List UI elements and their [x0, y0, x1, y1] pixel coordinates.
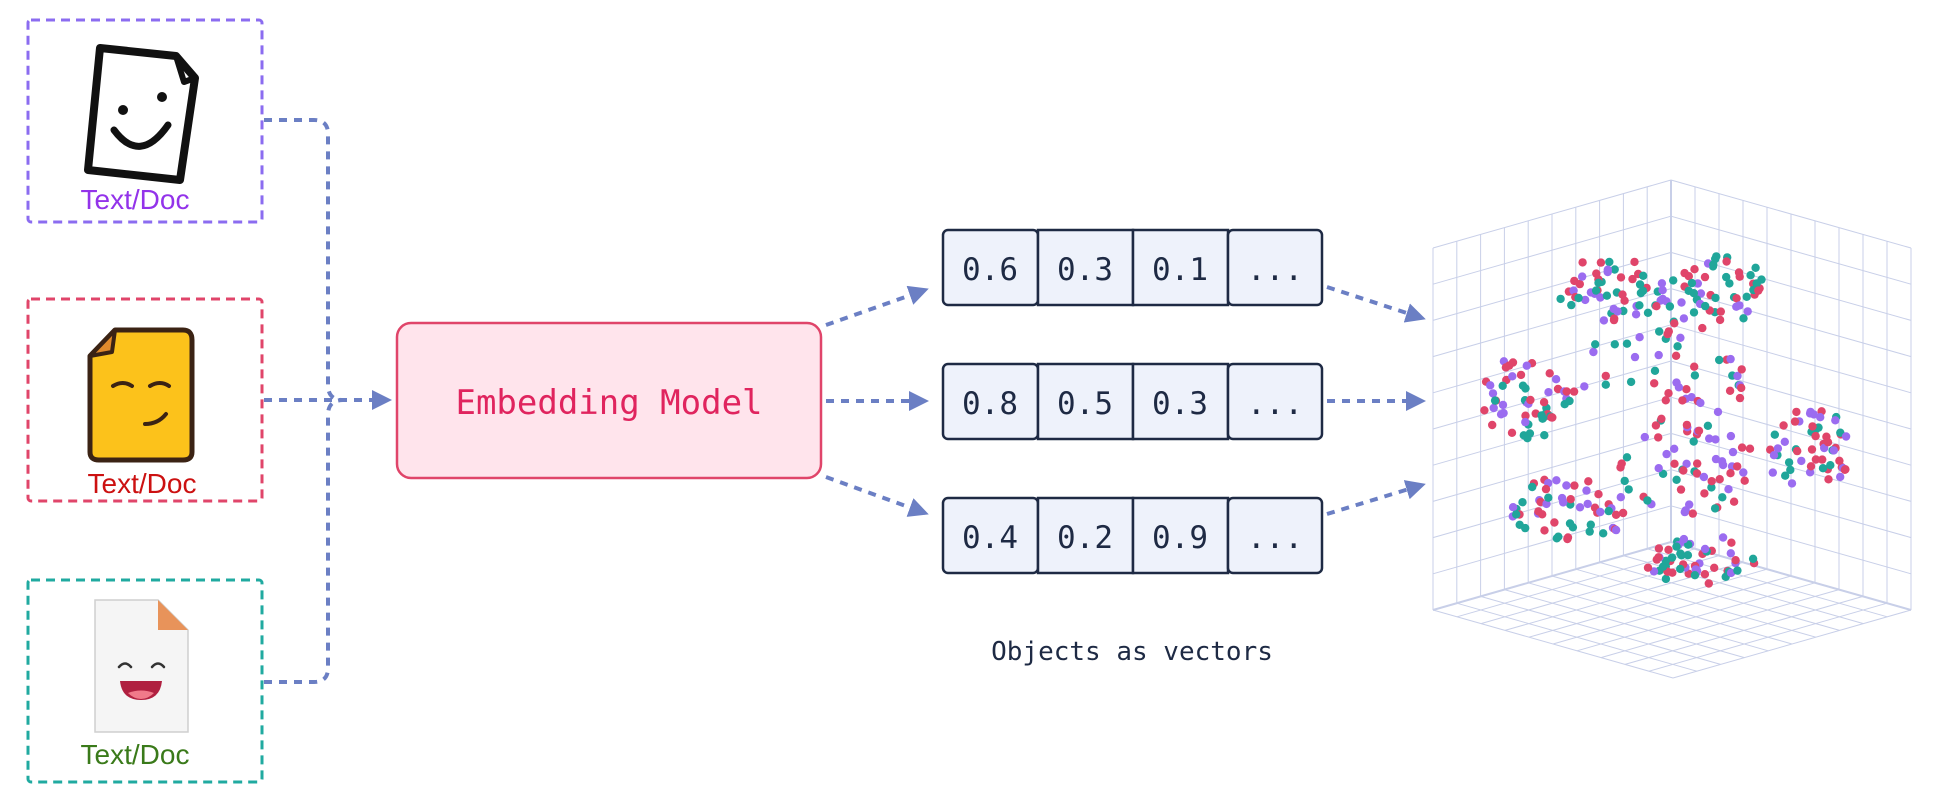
vector-value: 0.1 — [1152, 252, 1208, 288]
vector-value: 0.2 — [1057, 520, 1113, 556]
input-label: Text/Doc — [88, 468, 197, 499]
vector-cell — [1226, 362, 1324, 441]
arrow-to-space-1 — [1326, 285, 1426, 323]
vector-to-space-arrows — [1326, 285, 1426, 516]
input-doc-2: Text/Doc — [26, 297, 264, 503]
3d-vector-space-scatter-icon — [1432, 179, 1912, 679]
vector-row-3: 0.4 0.2 0.9 ... — [941, 496, 1324, 575]
input-label: Text/Doc — [81, 739, 190, 770]
vectors: 0.6 0.3 0.1 ... 0.8 0.5 0.3 ... 0.4 0.2 … — [941, 228, 1324, 667]
input-doc-1: Text/Doc — [26, 18, 264, 224]
arrow-to-vector-1 — [825, 285, 929, 327]
connector-bottom — [264, 398, 344, 684]
vector-value: 0.6 — [962, 252, 1018, 288]
vector-space-grid — [1432, 179, 1912, 679]
vector-cell — [1036, 228, 1135, 307]
input-box-border — [26, 18, 264, 224]
vector-cell — [1131, 228, 1230, 307]
vector-value: 0.4 — [962, 520, 1018, 556]
vector-value: ... — [1247, 520, 1303, 556]
vector-value: 0.3 — [1152, 386, 1208, 422]
vector-value: 0.9 — [1152, 520, 1208, 556]
vector-cell — [1131, 362, 1230, 441]
model-to-vector-arrows — [825, 285, 929, 517]
embedding-model-label: Embedding Model — [455, 383, 762, 423]
vector-value: 0.3 — [1057, 252, 1113, 288]
vector-cell — [1226, 496, 1324, 575]
embedding-model: Embedding Model — [395, 321, 823, 480]
input-doc-3: Text/Doc — [26, 578, 264, 784]
input-box-border — [26, 578, 264, 784]
vector-row-2: 0.8 0.5 0.3 ... — [941, 362, 1324, 441]
smirking-yellow-document-icon — [87, 327, 195, 463]
vector-space-points — [1480, 252, 1851, 588]
vector-value: ... — [1247, 386, 1303, 422]
vector-cell — [1036, 496, 1135, 575]
embedding-model-box — [395, 321, 823, 480]
input-box-border — [26, 297, 264, 503]
connector-top — [264, 118, 344, 402]
vector-cell — [1226, 228, 1324, 307]
arrow-to-space-3 — [1326, 480, 1426, 516]
vector-value: 0.5 — [1057, 386, 1113, 422]
input-label: Text/Doc — [81, 184, 190, 215]
arrow-to-vector-3 — [825, 475, 929, 517]
vector-cell — [1131, 496, 1230, 575]
laughing-white-document-icon — [94, 599, 189, 733]
vector-value: 0.8 — [962, 386, 1018, 422]
vectors-caption: Objects as vectors — [991, 637, 1273, 667]
smiling-document-outline-icon — [84, 44, 199, 184]
vector-value: ... — [1247, 252, 1303, 288]
vector-row-1: 0.6 0.3 0.1 ... — [941, 228, 1324, 307]
input-connectors — [264, 118, 392, 684]
